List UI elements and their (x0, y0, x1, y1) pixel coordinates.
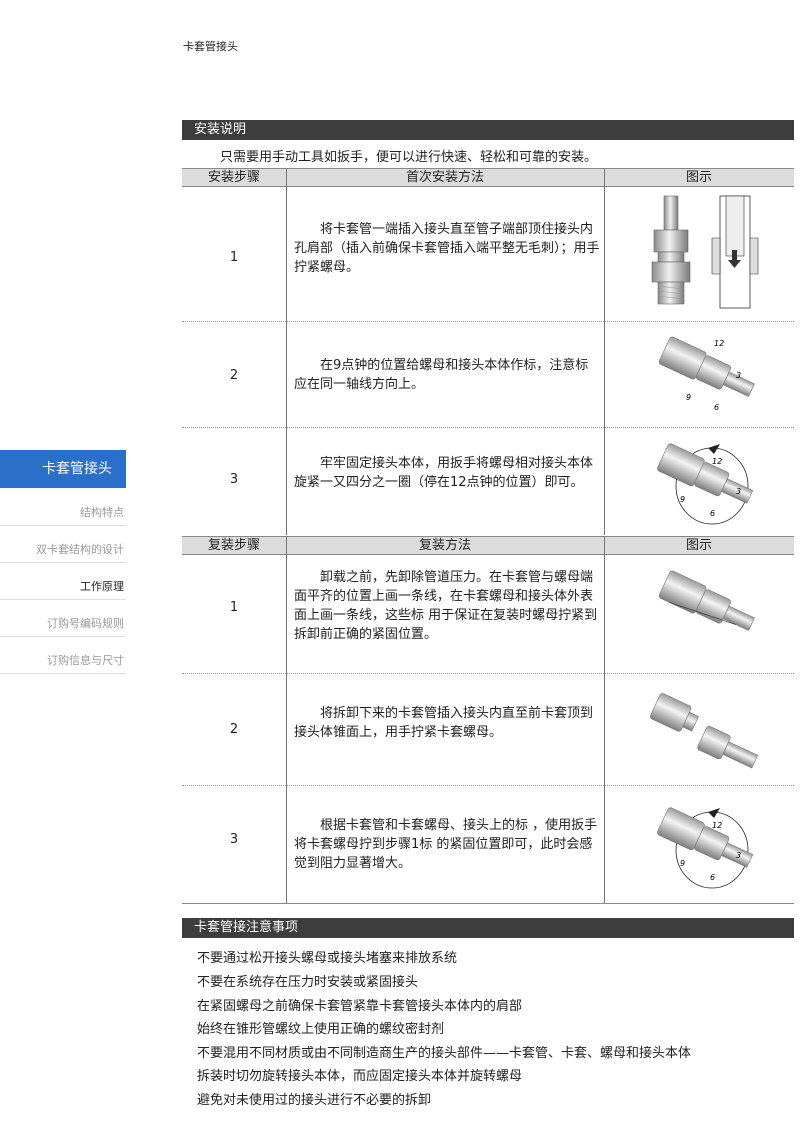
sidebar-item-code-rules[interactable]: 订购号编码规则 (0, 611, 126, 637)
reinstall-table-header: 复装步骤 复装方法 图示 (182, 536, 794, 555)
row-divider (182, 427, 794, 428)
clock-label: 3 (736, 487, 741, 496)
sidebar-item-design[interactable]: 双卡套结构的设计 (0, 537, 126, 563)
note-item: 始终在锥形管螺纹上使用正确的螺纹密封剂 (197, 1022, 445, 1037)
col-figure: 图示 (685, 170, 712, 185)
install-section-title: 安装说明 (182, 120, 794, 140)
col-divider (604, 168, 605, 535)
col-step: 复装步骤 (207, 538, 260, 553)
clock-label: 12 (712, 457, 722, 466)
sidebar-item-order-info[interactable]: 订购信息与尺寸 (0, 648, 126, 674)
col-divider (286, 168, 287, 535)
fitting-mark-illustration: 12 3 6 9 (658, 336, 755, 412)
install-intro: 只需要用手动工具如扳手，便可以进行快速、轻松和可靠的安装。 (220, 150, 598, 165)
clock-label: 9 (680, 859, 685, 868)
row-divider (182, 673, 794, 674)
header-title: 卡套管接头 (183, 40, 238, 53)
install-step-text: 将卡套管一端插入接头直至管子端部顶住接头内孔肩部（插入前确保卡套管插入端平整无毛… (294, 222, 600, 275)
note-item: 不要在系统存在压力时安装或紧固接头 (197, 975, 419, 990)
install-step-text: 在9点钟的位置给螺母和接头本体作标，注意标 应在同一轴线方向上。 (294, 358, 589, 392)
reinstall-step-num: 1 (229, 600, 239, 615)
clock-label: 12 (712, 821, 722, 830)
install-table-header: 安装步骤 首次安装方法 图示 (182, 168, 794, 187)
reinstall-step-text: 卸载之前，先卸除管道压力。在卡套管与螺母端面平齐的位置上画一条线，在卡套螺母和接… (294, 570, 598, 642)
col-method: 复装方法 (418, 538, 471, 553)
clock-label: 3 (736, 851, 741, 860)
clock-label: 3 (736, 371, 741, 380)
fitting-insertion-illustration (651, 195, 759, 309)
reinstall-step-text: 根据卡套管和卡套螺母、接头上的标 ，使用扳手将卡套螺母拧到步骤1标 的紧固位置即… (294, 818, 598, 871)
col-figure: 图示 (685, 538, 712, 553)
fitting-line-mark-illustration (658, 570, 755, 631)
install-step-num: 3 (229, 472, 239, 487)
clock-label: 6 (714, 403, 719, 412)
notes-section-title: 卡套管接注意事项 (182, 918, 794, 938)
col-divider (604, 536, 605, 903)
col-divider (286, 536, 287, 903)
sidebar-item-structure[interactable]: 结构特点 (0, 500, 126, 526)
reinstall-step-num: 2 (229, 722, 239, 737)
install-step-num: 1 (229, 250, 239, 265)
install-step-text: 牢牢固定接头本体，用扳手将螺母相对接头本体旋紧一又四分之一圈（停在12点钟的位置… (294, 456, 594, 490)
fitting-reassembly-illustration (650, 693, 759, 769)
note-item: 避免对未使用过的接头进行不必要的拆卸 (197, 1093, 432, 1108)
note-item: 不要通过松开接头螺母或接头堵塞来排放系统 (197, 951, 458, 966)
note-item: 在紧固螺母之前确保卡套管紧靠卡套管接头本体内的肩部 (197, 999, 523, 1014)
col-step: 安装步骤 (207, 170, 260, 185)
col-method: 首次安装方法 (405, 170, 484, 185)
sidebar-active-item[interactable]: 卡套管接头 (0, 450, 126, 488)
reinstall-step-num: 3 (229, 832, 239, 847)
table-bottom-border (182, 903, 794, 904)
install-step-num: 2 (229, 368, 239, 383)
note-item: 不要混用不同材质或由不同制造商生产的接头部件——卡套管、卡套、螺母和接头本体 (197, 1046, 692, 1061)
clock-label: 6 (710, 509, 715, 518)
clock-label: 12 (714, 339, 724, 348)
clock-label: 9 (680, 495, 685, 504)
clock-label: 9 (686, 393, 691, 402)
fitting-retighten-illustration: 12 3 6 9 (657, 807, 754, 889)
note-item: 拆装时切勿旋转接头本体，而应固定接头本体并旋转螺母 (197, 1069, 523, 1084)
clock-label: 6 (710, 873, 715, 882)
row-divider (182, 785, 794, 786)
fitting-tighten-illustration: 12 3 6 9 (657, 443, 754, 525)
sidebar-item-principle[interactable]: 工作原理 (0, 574, 126, 600)
row-divider (182, 321, 794, 322)
reinstall-step-text: 将拆卸下来的卡套管插入接头内直至前卡套顶到接头体锥面上，用手拧紧卡套螺母。 (294, 706, 594, 740)
